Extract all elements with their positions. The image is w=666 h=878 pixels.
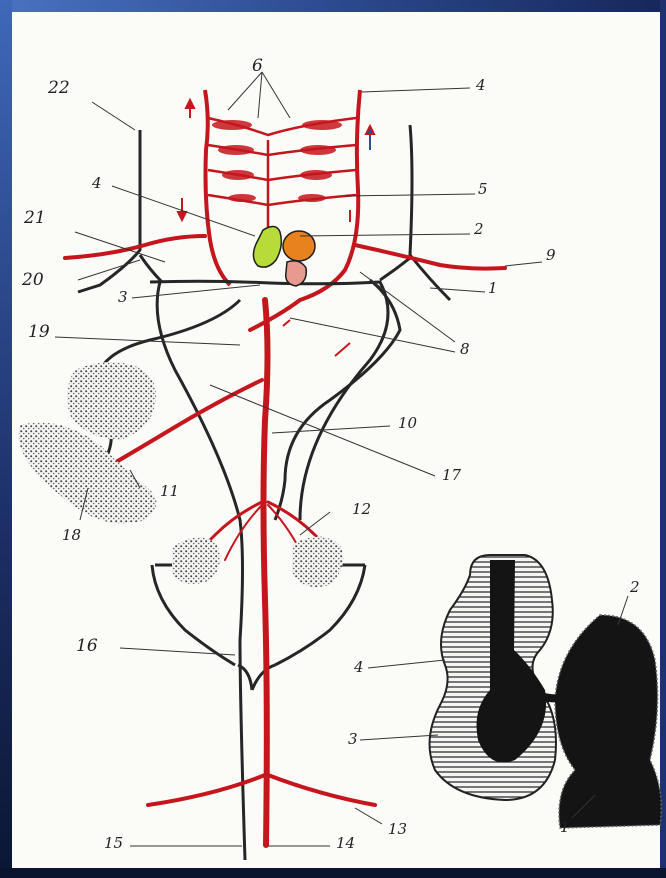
pituitary-complex — [253, 226, 315, 286]
inset-label-1: 1 — [560, 820, 570, 835]
inset-dark-bulb — [555, 615, 661, 828]
label-2: 2 — [474, 222, 484, 237]
label-3: 3 — [118, 290, 128, 305]
label-4-left: 4 — [92, 176, 102, 191]
label-21: 21 — [24, 210, 46, 227]
inset-label-3: 3 — [348, 732, 358, 747]
label-19: 19 — [28, 324, 50, 341]
label-18: 18 — [62, 528, 81, 543]
label-8: 8 — [460, 342, 470, 357]
label-5: 5 — [478, 182, 488, 197]
stippled-tissue — [19, 362, 344, 587]
pink-gland — [286, 261, 307, 286]
tissue-lower-left — [19, 423, 157, 524]
label-9: 9 — [546, 248, 556, 263]
green-gland — [253, 226, 281, 267]
label-12: 12 — [352, 502, 371, 517]
label-13: 13 — [388, 822, 407, 837]
label-15: 15 — [104, 836, 123, 851]
inset-label-4: 4 — [354, 660, 364, 675]
label-11: 11 — [160, 484, 179, 499]
label-1: 1 — [488, 281, 498, 296]
label-4-top: 4 — [476, 78, 486, 93]
tissue-upper-left — [67, 362, 156, 440]
label-22: 22 — [48, 80, 70, 97]
tissue-mid-left — [172, 537, 220, 584]
label-10: 10 — [398, 416, 417, 431]
tissue-mid-right — [292, 537, 343, 588]
label-6: 6 — [252, 58, 263, 75]
label-17: 17 — [442, 468, 461, 483]
artery-flow-arrows — [283, 320, 350, 356]
label-16: 16 — [76, 638, 98, 655]
label-14: 14 — [336, 836, 355, 851]
label-20: 20 — [22, 272, 44, 289]
inset-diagram — [360, 555, 661, 828]
inset-label-2: 2 — [630, 580, 640, 595]
